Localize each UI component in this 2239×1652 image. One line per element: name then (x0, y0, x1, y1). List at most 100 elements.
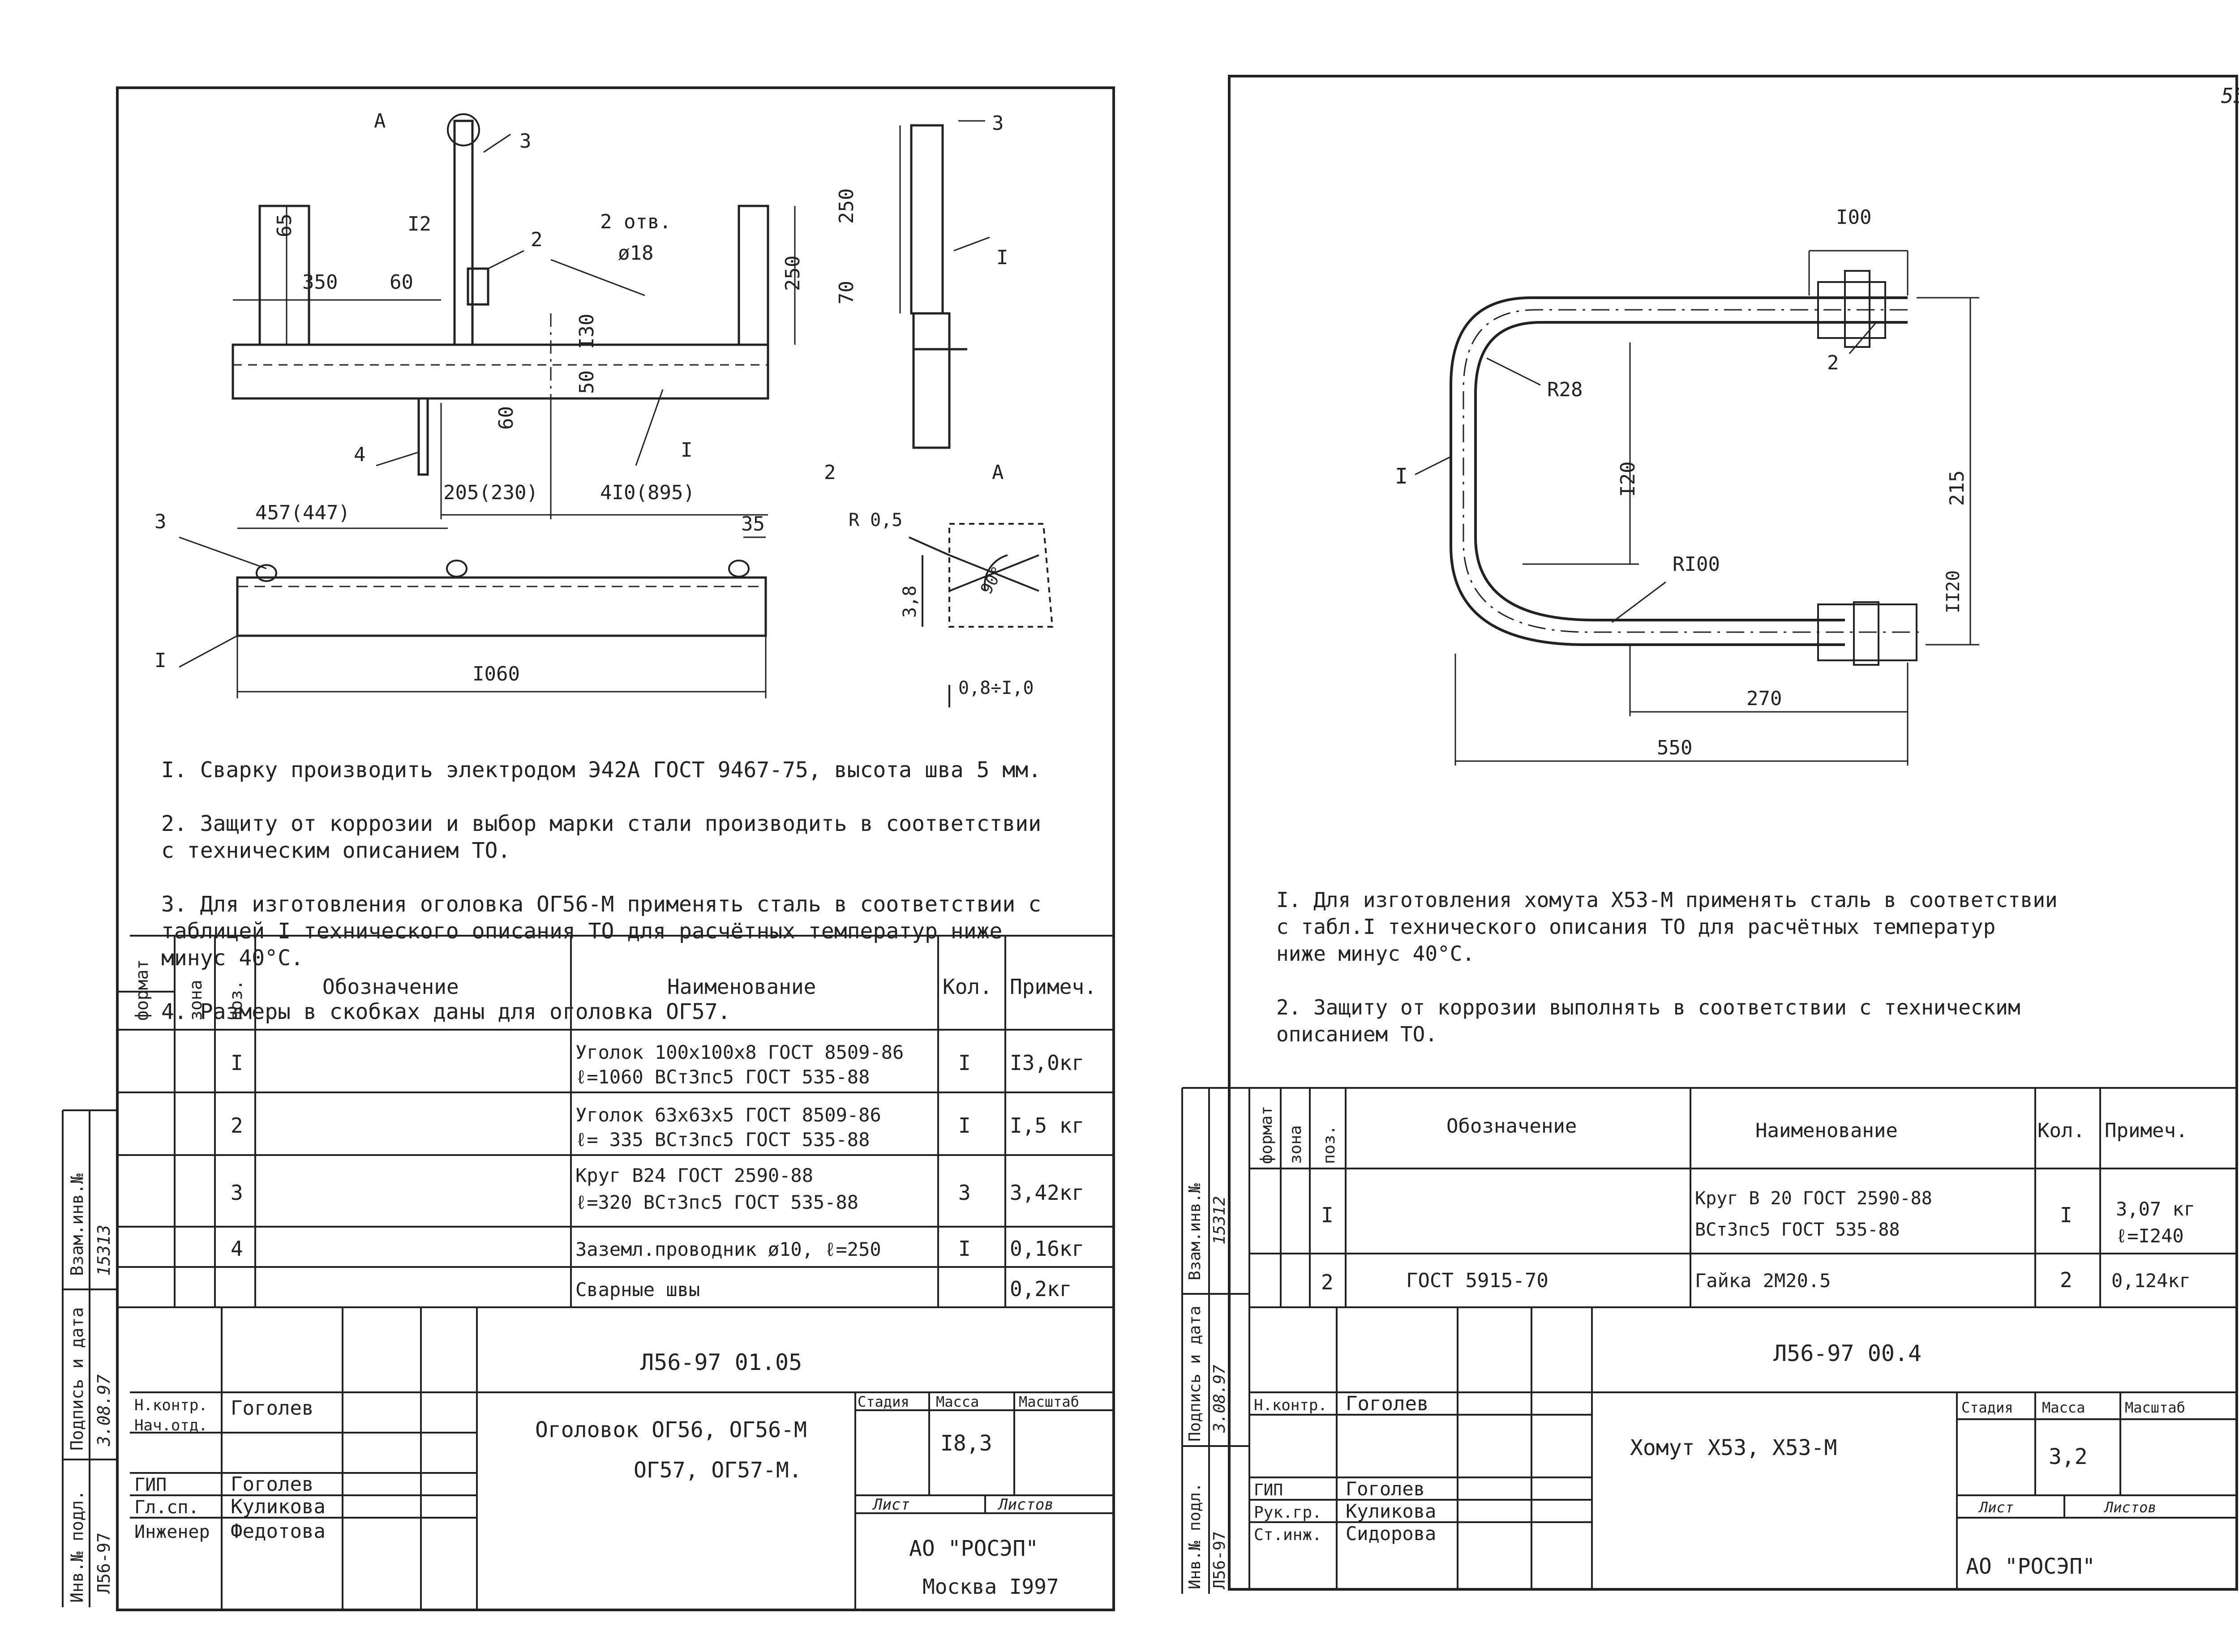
table-row: 3 Круг В24 ГОСТ 2590-88 ℓ=320 ВСт3пс5 ГО… (231, 1164, 1084, 1213)
left-label: 60 (390, 271, 413, 294)
beam-angle (232, 343, 769, 400)
spec-header: Обозначение (322, 975, 459, 999)
right-vertical-angle (738, 205, 769, 346)
clamp-outer (1450, 296, 1908, 646)
row-pos: 2 (231, 1113, 243, 1138)
left-label: 2 отв. (600, 210, 671, 233)
right-frame (1228, 75, 2238, 1591)
drawing-code: Л56-97 00.4 (1773, 1340, 1922, 1366)
left-label: 457(447) (255, 501, 350, 524)
right-side-stamp-text: Взам.инв.№ 15312 Подпись и дата 3.08.97 … (1186, 1183, 1229, 1589)
role: Инженер (134, 1522, 210, 1542)
nut-top (1844, 270, 1870, 348)
table-row: I Уголок 100x100x8 ГОСТ 8509-86 ℓ=1060 В… (231, 1041, 1084, 1088)
row-pos: 2 (1321, 1270, 1334, 1294)
rod-3 (453, 120, 474, 346)
right-label: 270 (1746, 687, 1782, 710)
left-label: I2 (407, 213, 431, 235)
spec-header: зона (1287, 1125, 1305, 1164)
role: Ст.инж. (1254, 1526, 1322, 1544)
person: Гоголев (1346, 1478, 1425, 1500)
row-name: ℓ=320 ВСт3пс5 ГОСТ 535-88 (575, 1191, 858, 1213)
spec-header: Обозначение (1446, 1115, 1577, 1138)
right-label: 550 (1657, 736, 1692, 759)
right-dimension-labels: I00 2 R28 I I20 215 RI00 II20 270 550 (1395, 206, 1969, 759)
right-note-2: 2. Защиту от коррозии выполнять в соотве… (1276, 995, 2020, 1046)
left-label: R 0,5 (849, 510, 902, 531)
left-label: 35 (741, 513, 765, 535)
spec-header: Кол. (943, 975, 992, 999)
person: Гоголев (231, 1473, 313, 1496)
right-title-block (1249, 1307, 2237, 1589)
stamp-text: Инв.№ подл. (1186, 1483, 1204, 1589)
right-label: 215 (1946, 471, 1969, 506)
left-label: 70 (835, 281, 858, 304)
stamp-text: Взам.инв.№ (1186, 1183, 1204, 1280)
organization: АО "РОСЭП" (1966, 1554, 2095, 1579)
spec-header: Наименование (667, 975, 816, 999)
right-note-1: I. Для изготовления хомута Х53-М применя… (1276, 888, 2058, 966)
role: ГИП (134, 1475, 167, 1495)
stamp-text: Взам.инв.№ (67, 1173, 87, 1276)
detail-a (909, 523, 1054, 707)
row-name: Круг В 20 ГОСТ 2590-88 (1695, 1188, 1932, 1209)
left-label: 2 (531, 228, 543, 251)
left-label: 2 (824, 461, 836, 484)
row-pos: I (1321, 1203, 1334, 1227)
left-spec-rows: I Уголок 100x100x8 ГОСТ 8509-86 ℓ=1060 В… (231, 1041, 1084, 1301)
row-note: 3,42кг (1010, 1181, 1084, 1205)
left-notes: I. Сварку производить электродом Э42А ГО… (161, 730, 1115, 1052)
title-line: Оголовок ОГ56, ОГ56-М (535, 1417, 807, 1442)
scale-label: Масштаб (2125, 1399, 2185, 1416)
left-note-4: 4. Размеры в скобках даны для оголовка О… (161, 999, 731, 1024)
right-label: R28 (1547, 378, 1583, 401)
left-label: 350 (302, 271, 338, 294)
left-side-stamp-text: Взам.инв.№ 15313 Подпись и дата 3.08.97 … (67, 1173, 114, 1603)
scale-label: Масштаб (1019, 1393, 1079, 1410)
table-row: I Круг В 20 ГОСТ 2590-88 ВСт3пс5 ГОСТ 53… (1321, 1188, 2195, 1247)
right-spec-table (1229, 1087, 2237, 1589)
left-title-text: Л56-97 01.05 Н.контр. Гоголев Нач.отд. Г… (134, 1349, 1079, 1599)
drawing-code: Л56-97 01.05 (640, 1349, 802, 1375)
row-name: Уголок 100x100x8 ГОСТ 8509-86 (575, 1041, 904, 1063)
row-note: I,5 кг (1010, 1113, 1084, 1138)
row-note: ℓ=I240 (2116, 1225, 2184, 1247)
left-label: I30 (575, 314, 598, 349)
spec-header: Кол. (2037, 1119, 2085, 1142)
left-label: I060 (472, 663, 520, 685)
left-label: 205(230) (443, 481, 538, 504)
left-frame (116, 86, 1115, 1611)
right-title-text: Л56-97 00.4 Н.контр. Гоголев ГИП Гоголев… (1254, 1340, 2185, 1579)
row-name: Заземл.проводник ø10, ℓ=250 (575, 1238, 881, 1260)
left-label: 0,8÷I,0 (958, 678, 1034, 698)
person: Куликова (1346, 1500, 1436, 1522)
row-qty: I (958, 1237, 971, 1261)
left-sheet: A 3 65 I2 2 2 отв. ø18 250 350 60 I30 50… (62, 86, 1115, 1611)
left-label: 4 (354, 443, 366, 466)
stamp-text: Инв.№ подл. (67, 1490, 87, 1603)
plan-beam (236, 576, 767, 637)
right-label: I (1395, 464, 1408, 489)
mass-label: Масса (2042, 1399, 2085, 1416)
stage-label: Стадия (858, 1393, 909, 1410)
row-note: I3,0кг (1010, 1051, 1084, 1075)
row-name: Уголок 63x63x5 ГОСТ 8509-86 (575, 1104, 881, 1126)
left-main-view (232, 113, 796, 519)
nut-bottom (1853, 601, 1879, 666)
mass-value: 3,2 (2049, 1444, 2088, 1469)
left-label: A (374, 110, 386, 133)
row-pos: I (231, 1051, 243, 1075)
left-label: 4I0(895) (600, 481, 695, 504)
row-name: Гайка 2М20.5 (1695, 1270, 1831, 1292)
left-label: 3 (154, 510, 167, 533)
left-label: 3,8 (900, 586, 920, 618)
person: Федотова (231, 1520, 326, 1543)
stamp-text: Подпись и дата (1186, 1306, 1204, 1442)
left-label: A (992, 461, 1004, 484)
mass-value: I8,3 (940, 1431, 992, 1456)
left-label: 3 (519, 130, 532, 153)
row-pos: 4 (231, 1237, 243, 1261)
city-year: Москва I997 (922, 1575, 1059, 1599)
left-vertical-angle (258, 205, 310, 346)
title-line: ОГ57, ОГ57-М. (634, 1458, 802, 1483)
